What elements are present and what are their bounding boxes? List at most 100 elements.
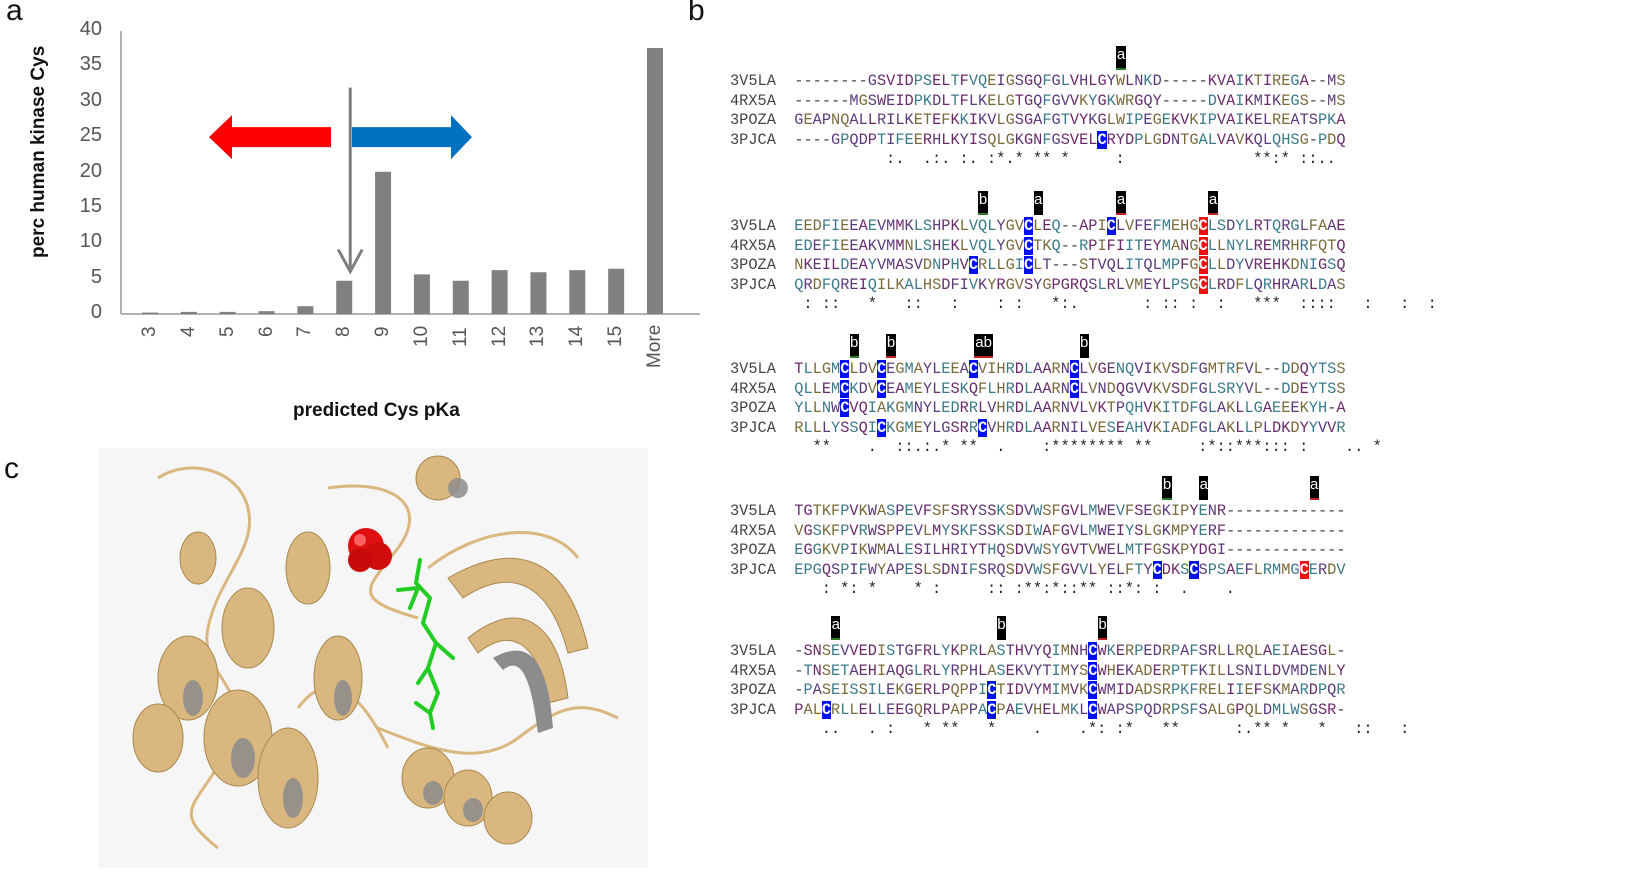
residue: D [1143, 661, 1153, 680]
residue: D [1180, 360, 1190, 378]
highlighted-cysteine: C [1023, 217, 1034, 235]
residue: R [1207, 521, 1217, 540]
residue: E [913, 418, 923, 437]
residue: Q [1317, 236, 1328, 255]
highlighted-cysteine: C [968, 360, 979, 378]
residue: M [1272, 560, 1282, 579]
residue: K [1207, 72, 1217, 90]
residue: V [794, 521, 804, 540]
cysteine-class-marker: b [1098, 616, 1108, 640]
residue: S [950, 521, 960, 540]
residue: M [831, 379, 841, 398]
residue: G [1189, 217, 1199, 235]
residue: E [1272, 642, 1282, 660]
residue: K [1088, 111, 1098, 129]
residue: T [794, 502, 804, 520]
residue: E [904, 560, 914, 579]
residue: Q [840, 111, 850, 129]
residue: - [1226, 541, 1236, 559]
residue: G [1290, 217, 1300, 235]
residue: K [1152, 360, 1162, 378]
residue: T [1134, 541, 1144, 559]
bar-3 [142, 312, 158, 314]
residue: - [1060, 256, 1070, 274]
residue: - [803, 91, 813, 110]
residue: E [987, 72, 997, 90]
residue: Y [794, 399, 804, 417]
residue: E [913, 111, 923, 129]
residue: Y [996, 217, 1006, 235]
residue: - [1253, 521, 1263, 540]
residue: S [1125, 700, 1135, 719]
sequence-id: 4RX5A [730, 91, 795, 110]
residue: E [794, 236, 804, 255]
residue: E [1042, 217, 1052, 235]
residue: R [1125, 642, 1135, 660]
residue: D [1262, 700, 1273, 719]
residue: W [1097, 661, 1107, 680]
residue: K [1281, 418, 1291, 437]
residue: Y [1125, 521, 1135, 540]
panel-label-b: b [688, 0, 705, 27]
residue: V [1143, 379, 1153, 398]
residue: S [922, 236, 933, 255]
residue: - [849, 72, 859, 90]
bar-14 [569, 270, 586, 314]
residue: - [831, 91, 841, 110]
residue: L [1088, 130, 1098, 149]
residue: G [1042, 275, 1052, 294]
residue: S [1235, 661, 1245, 680]
residue: S [1170, 360, 1181, 378]
residue: E [1106, 502, 1116, 520]
residue: Y [1299, 418, 1309, 437]
residue: E [1106, 360, 1116, 378]
residue: D [1106, 379, 1116, 398]
residue: L [1023, 360, 1034, 378]
residue: M [1161, 217, 1171, 235]
residue: F [968, 521, 979, 540]
bar-9 [375, 171, 392, 314]
residue: S [1170, 379, 1181, 398]
residue: F [941, 111, 951, 129]
residue: P [1207, 111, 1217, 129]
residue: L [959, 217, 969, 235]
residue: K [1143, 72, 1153, 90]
residue: H [1079, 642, 1089, 660]
highlighted-cysteine: C [876, 360, 887, 378]
residue: - [1189, 91, 1199, 110]
residue: L [849, 700, 859, 719]
residue: E [831, 642, 841, 660]
residue: R [1207, 642, 1217, 660]
residue: Q [978, 217, 988, 235]
residue: T [1180, 661, 1190, 680]
residue: R [1198, 681, 1208, 699]
alignment-row: 3PJCA RLLLYSSQICKGMEYLGSRRCVHRDLAARNILVE… [730, 418, 1346, 438]
residue: D [941, 275, 951, 294]
sequence-id: 3PJCA [730, 418, 795, 437]
residue: L [1207, 418, 1217, 437]
residue: E [913, 379, 923, 398]
residue: G [1051, 111, 1061, 129]
residue: V [1244, 379, 1254, 398]
residue: F [959, 91, 969, 110]
residue: M [904, 379, 914, 398]
residue: S [831, 560, 841, 579]
y-tick-label: 35 [79, 53, 102, 76]
residue: D [858, 360, 868, 378]
residue: V [913, 521, 923, 540]
residue: P [1317, 681, 1328, 699]
residue: - [1069, 217, 1080, 235]
residue: K [1014, 130, 1024, 149]
residue: F [1051, 502, 1061, 520]
residue: H [1134, 399, 1144, 417]
residue: L [867, 111, 877, 129]
residue: I [1014, 256, 1024, 274]
residue: R [996, 275, 1006, 294]
high-pka-arrow [352, 115, 472, 160]
residue: S [821, 681, 832, 699]
residue: S [1216, 379, 1227, 398]
bar-4 [180, 311, 197, 314]
residue: F [1125, 502, 1135, 520]
residue: G [1207, 541, 1217, 559]
residue: Q [996, 560, 1006, 579]
